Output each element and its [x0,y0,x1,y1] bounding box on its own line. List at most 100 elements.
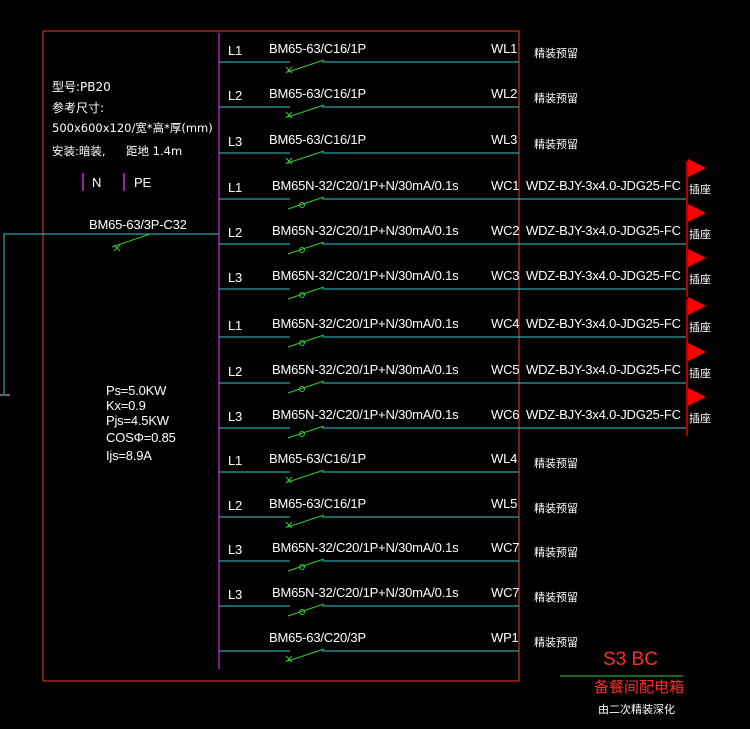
socket-label: 插座 [689,273,711,286]
circuit-row-graphic [219,469,519,484]
circuit-row-graphic [219,249,706,300]
circuit-row-graphic [219,343,706,394]
circuit-breaker: BM65N-32/C20/1P+N/30mA/0.1s [272,585,459,600]
panel-size-label: 参考尺寸: [52,101,105,115]
circuit-phase: L2 [228,88,243,103]
circuit-cable: WDZ-BJY-3x4.0-JDG25-FC [526,268,681,283]
circuit-id: WC2 [491,223,520,238]
circuit-phase: L3 [228,587,243,602]
main-breaker-label: BM65-63/3P-C32 [89,217,187,232]
socket-label: 插座 [689,183,711,196]
circuit-row-graphic [219,297,706,348]
circuit-id: WC5 [491,362,520,377]
circuit-load: 精装预留 [534,92,578,105]
circuit-cable: WDZ-BJY-3x4.0-JDG25-FC [526,362,681,377]
calc-cos: COSΦ=0.85 [106,430,176,445]
circuit-id: WL5 [491,496,518,511]
circuit-cable: WDZ-BJY-3x4.0-JDG25-FC [526,178,681,193]
circuit-breaker: BM65-63/C20/3P [269,630,366,645]
socket-flag-icon [688,297,706,315]
main-breaker-symbol [111,233,151,252]
socket-label: 插座 [689,228,711,241]
circuit-phase: L1 [228,180,243,195]
circuit-row-graphic [219,514,519,529]
circuit-id: WC4 [491,316,520,331]
panel-frame [42,30,520,682]
circuit-load: 精装预留 [534,636,578,649]
circuit-row-graphic [219,59,519,74]
circuit-load: 精装预留 [534,457,578,470]
circuit-row-graphic [219,150,519,165]
circuit-id: WC7 [491,540,520,555]
circuit-cable: WDZ-BJY-3x4.0-JDG25-FC [526,407,681,422]
circuit-breaker: BM65-63/C16/1P [269,451,366,466]
circuit-breaker: BM65-63/C16/1P [269,86,366,101]
circuit-id: WL4 [491,451,518,466]
circuit-id: WC7 [491,585,520,600]
circuit-cable: WDZ-BJY-3x4.0-JDG25-FC [526,316,681,331]
circuit-id: WC3 [491,268,520,283]
circuit-breaker: BM65-63/C16/1P [269,132,366,147]
circuit-row-graphic [219,104,519,119]
circuit-cable: WDZ-BJY-3x4.0-JDG25-FC [526,223,681,238]
socket-flag-icon [688,159,706,177]
socket-flag-icon [688,343,706,361]
circuit-phase: L1 [228,318,243,333]
circuit-breaker: BM65N-32/C20/1P+N/30mA/0.1s [272,540,459,555]
circuit-id: WL1 [491,41,518,56]
circuit-id: WL2 [491,86,518,101]
circuit-id: WP1 [491,630,519,645]
circuit-phase: L3 [228,270,243,285]
circuit-phase: L3 [228,542,243,557]
calc-ps: Ps=5.0KW [106,383,167,398]
circuit-row-graphic [219,388,706,439]
incoming-feeder [3,233,219,394]
circuit-row-graphic [219,603,519,617]
panel-model: 型号:PB20 [52,80,111,94]
circuit-row-graphic [219,558,519,572]
circuit-phase: L3 [228,409,243,424]
circuit-phase: L2 [228,498,243,513]
calc-kx: Kx=0.9 [106,398,146,413]
circuit-load: 精装预留 [534,47,578,60]
circuit-breaker: BM65N-32/C20/1P+N/30mA/0.1s [272,178,459,193]
circuit-breaker: BM65N-32/C20/1P+N/30mA/0.1s [272,223,459,238]
circuit-load: 精装预留 [534,591,578,604]
socket-label: 插座 [689,321,711,334]
calc-ijs: Ijs=8.9A [106,448,152,463]
socket-flag-icon [688,249,706,267]
circuit-phase: L1 [228,453,243,468]
circuit-load: 精装预留 [534,546,578,559]
circuit-id: WC6 [491,407,520,422]
circuit-breaker: BM65N-32/C20/1P+N/30mA/0.1s [272,316,459,331]
socket-flag-icon [688,388,706,406]
panel-size-value: 500x600x120/宽*高*厚(mm) [52,121,213,135]
circuit-id: WL3 [491,132,518,147]
circuit-row-graphic [219,204,706,255]
circuit-load: 精装预留 [534,138,578,151]
circuit-id: WC1 [491,178,520,193]
circuit-phase: L2 [228,225,243,240]
socket-label: 插座 [689,367,711,380]
title-code: S3 BC [603,649,658,670]
panel-install: 安装:暗装, [52,144,106,158]
circuit-breaker: BM65-63/C16/1P [269,41,366,56]
panel-height: 距地 1.4m [126,144,183,158]
circuit-breaker: BM65N-32/C20/1P+N/30mA/0.1s [272,268,459,283]
circuit-phase: L1 [228,43,243,58]
circuit-phase: L3 [228,134,243,149]
title-note: 由二次精装深化 [598,703,675,716]
circuit-breaker: BM65N-32/C20/1P+N/30mA/0.1s [272,407,459,422]
socket-label: 插座 [689,412,711,425]
n-label: N [92,175,102,190]
circuit-row-graphic [219,159,706,210]
circuit-load: 精装预留 [534,502,578,515]
circuit-breaker: BM65-63/C16/1P [269,496,366,511]
pe-label: PE [134,175,151,190]
calc-pjs: Pjs=4.5KW [106,413,169,428]
circuit-breaker: BM65N-32/C20/1P+N/30mA/0.1s [272,362,459,377]
circuit-row-graphic [219,648,519,663]
title-name: 备餐间配电箱 [594,678,685,696]
circuit-phase: L2 [228,364,243,379]
